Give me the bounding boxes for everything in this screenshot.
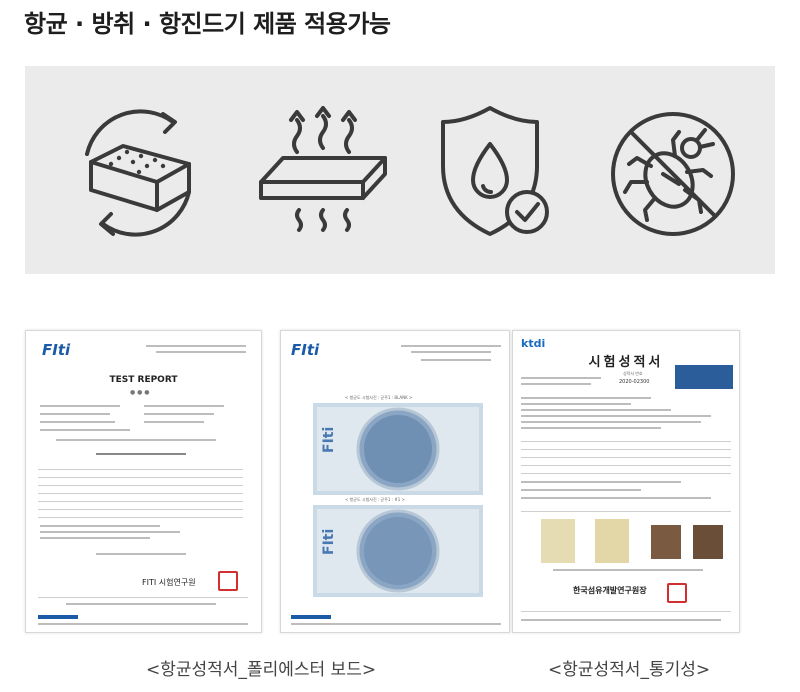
- certificate-title: 시험성적서: [588, 355, 664, 370]
- text-line: [521, 383, 591, 385]
- text-line: [521, 397, 651, 399]
- footer-rule: [521, 611, 731, 612]
- ktdi-certificate-document: ktdi 시험성적서 성적서 번호 2020-02300 한국섬유개발연구원장: [512, 330, 740, 633]
- table-rule: [521, 465, 731, 466]
- table-rule: [38, 477, 243, 478]
- fabric-sample-photo: [541, 519, 575, 563]
- text-line: [96, 553, 186, 555]
- text-line: [521, 403, 631, 405]
- text-line: [521, 489, 641, 491]
- text-line: [521, 421, 701, 423]
- photo-label-top: < 항균도 시험사진 : 균주1 : BLANK >: [345, 395, 413, 400]
- page-title: 항균 · 방취 · 항진드기 제품 적용가능: [24, 10, 391, 38]
- fabric-sample-photo: [595, 519, 629, 563]
- footer-text-line: [291, 623, 501, 625]
- fiti-logo: FIti: [291, 341, 320, 359]
- report-title: TEST REPORT: [109, 375, 178, 385]
- caption-polyester-board: <항균성적서_폴리에스터 보드>: [146, 660, 377, 680]
- text-line: [40, 413, 110, 415]
- table-rule: [38, 517, 243, 518]
- table-rule: [521, 511, 731, 512]
- text-line: [521, 377, 601, 379]
- text-line: [144, 421, 204, 423]
- petri-dish-photo-sample: FIti: [313, 505, 483, 597]
- official-seal: [667, 583, 687, 603]
- photo-label-bottom: < 항균도 시험사진 : 균주1 : #1 >: [345, 497, 405, 502]
- footer-text-line: [521, 619, 721, 621]
- official-seal: [218, 571, 238, 591]
- fabric-sample-photo: [693, 525, 723, 559]
- certificate-number: 2020-02300: [619, 379, 650, 385]
- fiti-logo: FIti: [42, 341, 71, 359]
- page-dots: ● ● ●: [130, 389, 150, 396]
- header-text-line: [401, 345, 501, 347]
- header-text-line: [411, 351, 491, 353]
- table-rule: [521, 449, 731, 450]
- header-text-line: [156, 351, 246, 353]
- document-service-bar: [291, 615, 331, 619]
- text-line: [521, 415, 711, 417]
- text-line: [40, 405, 120, 407]
- test-report-document: FIti TEST REPORT ● ● ● FITI 시험연구원: [25, 330, 262, 633]
- table-rule: [38, 501, 243, 502]
- footer-text-line: [38, 623, 248, 625]
- table-rule: [521, 441, 731, 442]
- text-line: [521, 427, 661, 429]
- text-line: [521, 497, 711, 499]
- table-rule: [38, 469, 243, 470]
- table-rule: [521, 473, 731, 474]
- mattress-odor-icon: [259, 106, 387, 232]
- text-line: [40, 429, 130, 431]
- feature-icon-panel: [25, 66, 775, 274]
- text-line: [40, 531, 180, 533]
- svg-text:FIti: FIti: [321, 427, 337, 453]
- text-line: [521, 481, 681, 483]
- petri-dish-photo-blank: FIti: [313, 403, 483, 495]
- text-line: [144, 405, 224, 407]
- shield-drop-check-icon: [441, 106, 549, 236]
- header-text-line: [421, 359, 491, 361]
- table-rule: [38, 509, 243, 510]
- table-rule: [38, 493, 243, 494]
- table-rule: [521, 457, 731, 458]
- text-line: [144, 413, 214, 415]
- fabric-sample-photo: [651, 525, 681, 559]
- ktdi-badge: [675, 365, 733, 389]
- no-mite-icon: [611, 112, 735, 236]
- text-line: [40, 537, 150, 539]
- svg-text:FIti: FIti: [321, 529, 337, 555]
- document-service-bar: [38, 615, 78, 619]
- text-line: [56, 439, 216, 441]
- text-line: [40, 421, 115, 423]
- caption-breathability: <항균성적서_통기성>: [548, 660, 711, 680]
- fiti-organization-name: FITI 시험연구원: [142, 578, 196, 587]
- certificate-number-label: 성적서 번호: [623, 371, 643, 376]
- table-rule: [38, 485, 243, 486]
- text-line: [553, 569, 703, 571]
- ktdi-organization-name: 한국섬유개발연구원장: [573, 586, 647, 595]
- text-line: [521, 409, 671, 411]
- section-heading-line: [96, 453, 186, 455]
- mattress-rotate-icon: [85, 109, 191, 237]
- header-text-line: [146, 345, 246, 347]
- photo-report-document: FIti < 항균도 시험사진 : 균주1 : BLANK > FIti < 항…: [280, 330, 510, 633]
- ktdi-logo: ktdi: [521, 337, 546, 350]
- footer-text-line: [66, 603, 216, 605]
- text-line: [40, 525, 160, 527]
- footer-rule: [38, 597, 248, 598]
